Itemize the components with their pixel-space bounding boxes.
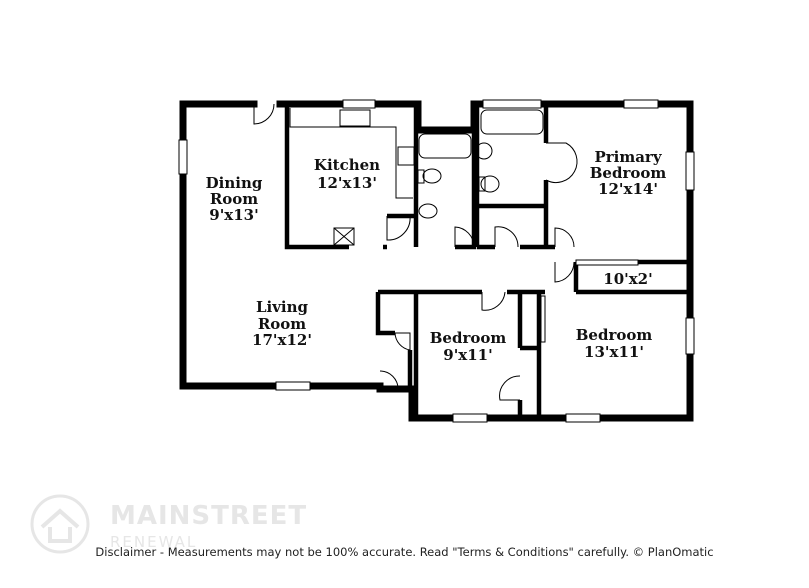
kitchen-label: Kitchen [314,156,380,174]
brand-watermark: MAINSTREET RENEWAL [24,493,324,555]
disclaimer-text: Disclaimer - Measurements may not be 100… [95,545,714,559]
toilet-1 [422,168,442,184]
bedroom-a-label: Bedroom [430,329,507,347]
primary-bedroom-label: Primary [594,148,662,166]
fridge [333,227,355,246]
primary-bedroom-label-2: Bedroom [590,164,667,182]
dining-room-size: 9'x13' [209,206,258,224]
closet-size: 10'x2' [603,270,652,288]
kitchen-sink [339,109,371,127]
doors [253,103,578,401]
kitchen-size: 12'x13' [317,174,377,192]
windows [178,99,695,423]
primary-bedroom-size: 12'x14' [598,180,658,198]
brand-name: MAINSTREET [110,501,308,531]
fixtures [289,108,546,343]
bedroom-a-size: 9'x11' [443,346,492,364]
bathtub-1 [418,133,472,159]
bedroom-b-size: 13'x11' [584,343,644,361]
sink-2 [475,142,493,160]
sink-1 [418,203,438,219]
toilet-2 [480,175,500,193]
range [397,146,415,166]
brand-subname: RENEWAL [110,533,198,551]
bedroom-b-label: Bedroom [576,326,653,344]
dining-room-label: Dining [206,174,263,192]
brand-logo-icon [30,494,90,554]
room-labels: Dining Room 9'x13' Kitchen 12'x13' Prima… [206,148,667,364]
bathtub-2 [480,109,544,135]
dining-room-label-2: Room [210,190,258,208]
living-room-label-2: Room [258,315,306,333]
living-room-size: 17'x12' [252,331,312,349]
living-room-label: Living [256,298,309,316]
kitchen-counter [289,108,413,199]
